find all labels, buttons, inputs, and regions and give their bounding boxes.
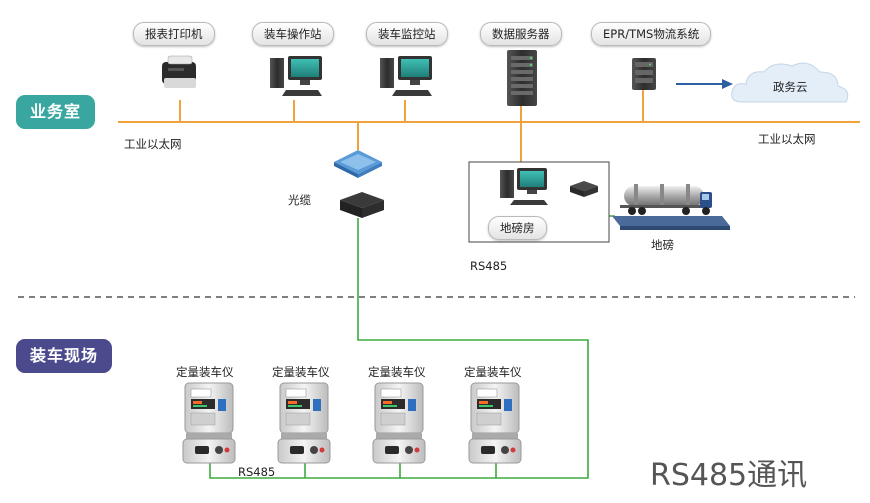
erp-server-icon bbox=[632, 58, 656, 90]
zone-field-badge: 装车现场 bbox=[16, 339, 113, 373]
meter-label-1: 定量装车仪 bbox=[176, 365, 234, 379]
loading-meter-4 bbox=[468, 382, 522, 464]
fiber-label: 光缆 bbox=[288, 193, 311, 207]
scale-room-pc-icon bbox=[500, 168, 548, 205]
cloud-arrow bbox=[676, 79, 733, 89]
switch-icon bbox=[340, 192, 384, 218]
tanker-truck-icon bbox=[612, 184, 730, 230]
meter-label-3: 定量装车仪 bbox=[368, 365, 426, 379]
loading-meter-3 bbox=[372, 382, 426, 464]
scale-terminal-icon bbox=[570, 181, 598, 197]
scale-room-label: 地磅房 bbox=[488, 216, 547, 240]
footer-title: RS485通讯 bbox=[650, 458, 808, 493]
monitor-station-icon bbox=[380, 56, 432, 96]
bus-rs485-label: RS485 bbox=[238, 465, 276, 479]
loading-meter-1 bbox=[182, 382, 236, 464]
cloud-label: 政务云 bbox=[773, 80, 808, 94]
cloud-icon bbox=[731, 62, 849, 103]
data-server-label: 数据服务器 bbox=[480, 22, 562, 46]
fiber-converter-icon bbox=[334, 150, 382, 178]
monitor-station-label: 装车监控站 bbox=[366, 22, 448, 46]
printer-icon bbox=[162, 55, 196, 88]
printer-label: 报表打印机 bbox=[133, 22, 215, 46]
ethernet-label-right: 工业以太网 bbox=[758, 132, 816, 146]
meter-label-2: 定量装车仪 bbox=[272, 365, 330, 379]
zone-office-badge: 业务室 bbox=[16, 95, 96, 129]
server-icon bbox=[507, 50, 537, 106]
operator-station-icon bbox=[270, 56, 322, 96]
loading-meter-2 bbox=[277, 382, 331, 464]
scale-rs485-label: RS485 bbox=[470, 259, 508, 273]
meter-label-4: 定量装车仪 bbox=[464, 365, 522, 379]
ethernet-label-left: 工业以太网 bbox=[124, 137, 182, 151]
operator-station-label: 装车操作站 bbox=[252, 22, 334, 46]
scale-label: 地磅 bbox=[651, 238, 674, 252]
erp-tms-label: EPR/TMS物流系统 bbox=[591, 22, 712, 46]
ethernet-bus bbox=[118, 90, 860, 162]
